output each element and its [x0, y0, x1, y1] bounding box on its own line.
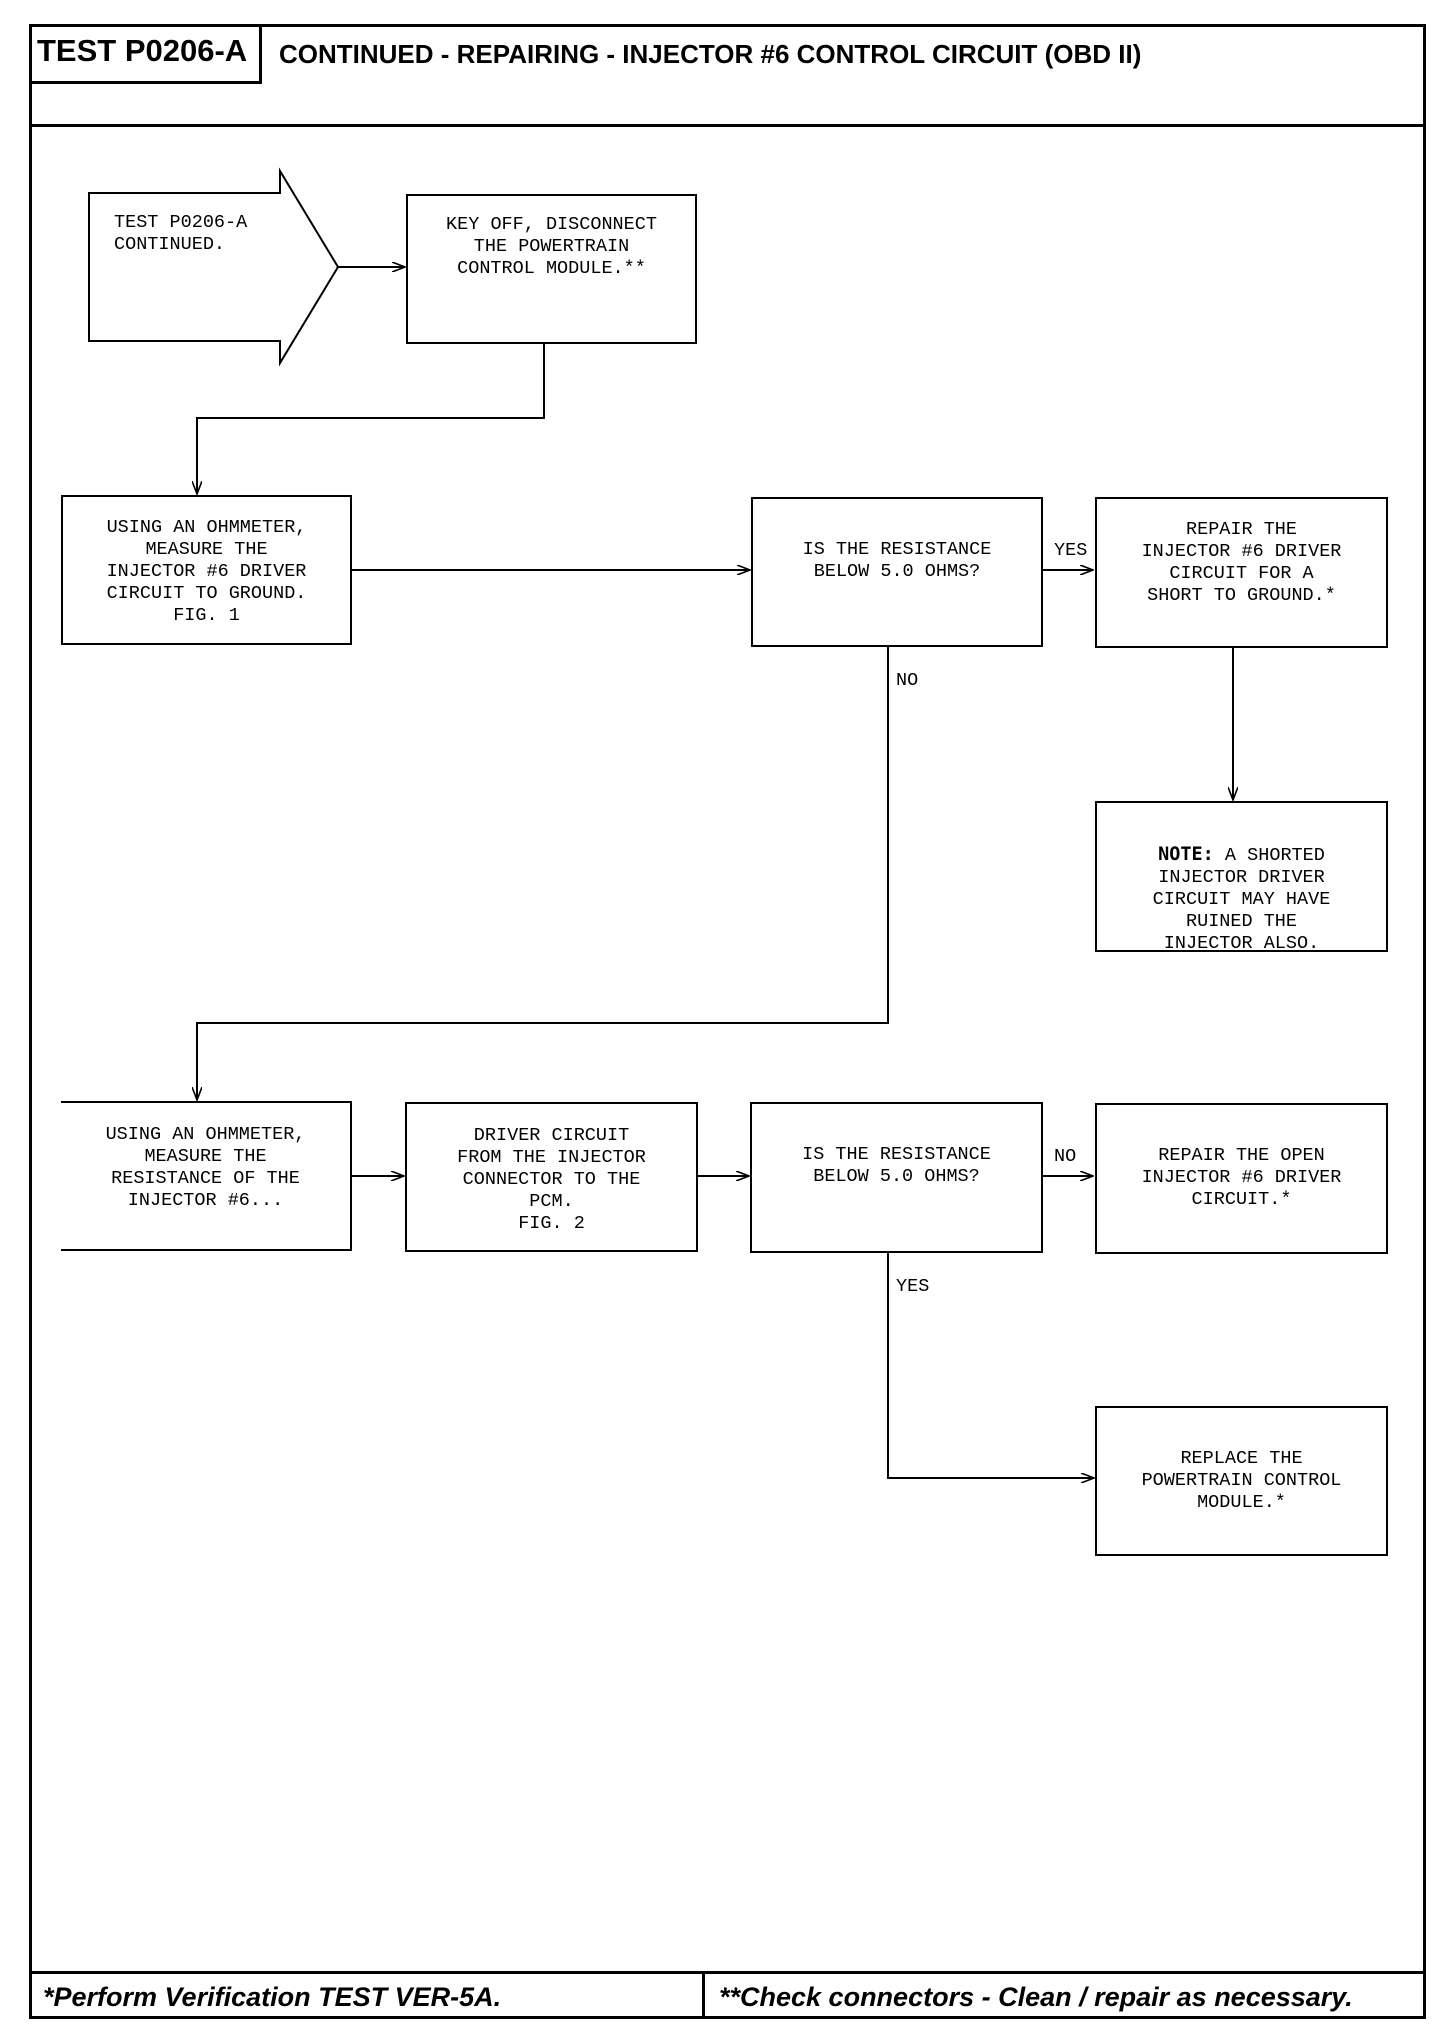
- measure-ground-box: USING AN OHMMETER, MEASURE THE INJECTOR …: [61, 495, 352, 645]
- note-box: NOTE: A SHORTED INJECTOR DRIVER CIRCUIT …: [1095, 801, 1388, 954]
- no-label-1: NO: [896, 670, 919, 692]
- footer-left-note: *Perform Verification TEST VER-5A.: [43, 1982, 502, 2012]
- repair-short-box: REPAIR THE INJECTOR #6 DRIVER CIRCUIT FO…: [1095, 497, 1388, 648]
- question2-box: IS THE RESISTANCE BELOW 5.0 OHMS?: [750, 1102, 1043, 1253]
- start-arrow-shape: [88, 167, 340, 367]
- connector-q2-yes: [887, 1252, 1094, 1478]
- page-frame: [29, 24, 1426, 2019]
- page-header: TEST P0206-A CONTINUED - REPAIRING - INJ…: [29, 24, 1426, 127]
- page-title: CONTINUED - REPAIRING - INJECTOR #6 CONT…: [279, 39, 1142, 69]
- question1-box: IS THE RESISTANCE BELOW 5.0 OHMS?: [751, 497, 1043, 647]
- test-id: TEST P0206-A: [29, 24, 262, 84]
- footer-right-note: **Check connectors - Clean / repair as n…: [719, 1982, 1353, 2012]
- page-footer: *Perform Verification TEST VER-5A. **Che…: [29, 1971, 1426, 2019]
- measure-resistance-box: USING AN OHMMETER, MEASURE THE RESISTANC…: [61, 1101, 352, 1251]
- footer-divider: [702, 1974, 705, 2019]
- connector-keyoff-measure: [197, 343, 545, 494]
- replace-pcm-box: REPLACE THE POWERTRAIN CONTROL MODULE.*: [1095, 1406, 1388, 1556]
- connector-q1-no: [197, 646, 889, 1100]
- no-label-2: NO: [1054, 1146, 1077, 1168]
- note-text: A SHORTED INJECTOR DRIVER CIRCUIT MAY HA…: [1152, 845, 1331, 954]
- key-off-box: KEY OFF, DISCONNECT THE POWERTRAIN CONTR…: [406, 194, 697, 344]
- start-text: TEST P0206-A CONTINUED.: [114, 212, 248, 255]
- note-prefix: NOTE:: [1158, 844, 1214, 865]
- yes-label-2: YES: [896, 1276, 930, 1298]
- yes-label-1: YES: [1054, 540, 1088, 562]
- driver-circuit-box: DRIVER CIRCUIT FROM THE INJECTOR CONNECT…: [405, 1102, 698, 1252]
- repair-open-box: REPAIR THE OPEN INJECTOR #6 DRIVER CIRCU…: [1095, 1103, 1388, 1254]
